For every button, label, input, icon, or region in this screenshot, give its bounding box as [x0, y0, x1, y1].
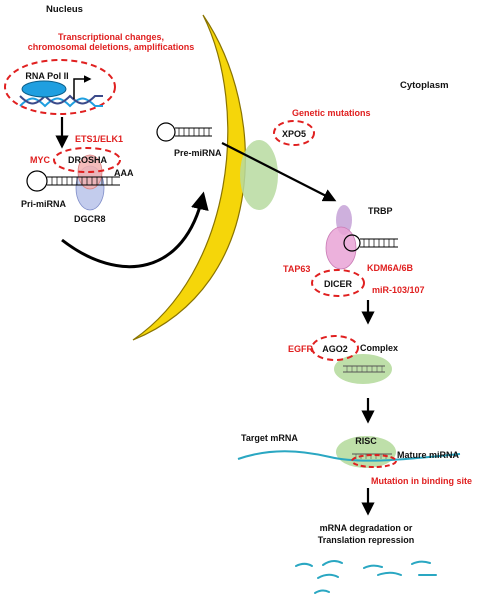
pri-mirna-label: Pri-miRNA	[21, 199, 67, 209]
binding-site-mutation-label: Mutation in binding site	[371, 476, 472, 486]
dicer-label: DICER	[324, 279, 353, 289]
dna-helix	[19, 94, 103, 108]
dicer-bound-hairpin	[343, 234, 398, 252]
tap63-label: TAP63	[283, 264, 310, 274]
export-arrow	[221, 142, 337, 202]
degraded-mrna-fragments	[295, 559, 437, 594]
pri-mirna-hairpin	[26, 170, 120, 192]
transcription-alteration-line2: chromosomal deletions, amplifications	[28, 42, 195, 52]
outcome-line2: Translation repression	[318, 535, 415, 545]
ago2-complex-label: Complex	[360, 343, 398, 353]
ago2-highlight	[311, 335, 359, 361]
myc-label: MYC	[30, 155, 51, 165]
pre-mirna-label: Pre-miRNA	[174, 148, 222, 158]
egfr-label: EGFR	[288, 344, 314, 354]
kdm6a-6b-label: KDM6A/6B	[367, 263, 414, 273]
dgcr8-label: DGCR8	[74, 214, 106, 224]
xpo5-label: XPO5	[282, 129, 306, 139]
mature-mirna-label: Mature miRNA	[397, 450, 460, 460]
transcription-start-arrow	[73, 75, 92, 99]
target-mrna-strand	[237, 450, 461, 462]
cytoplasm-label: Cytoplasm	[400, 80, 449, 91]
genetic-mutations-label: Genetic mutations	[292, 108, 371, 118]
transcription-highlight	[4, 59, 116, 115]
transcription-alteration-line1: Transcriptional changes,	[58, 32, 164, 42]
target-mrna-label: Target mRNA	[241, 433, 298, 443]
rna-pol-ii	[21, 80, 67, 98]
ago2-complex-blob	[334, 354, 392, 384]
dicer-protein	[325, 226, 357, 270]
xpo5-highlight	[273, 120, 315, 146]
pri-to-pre-mirna-arrow	[61, 191, 209, 269]
poly-a-tail-label: AAA	[114, 168, 134, 178]
mir-103-107-label: miR-103/107	[372, 285, 425, 295]
nuclear-membrane	[132, 14, 246, 341]
dicer-highlight	[311, 269, 365, 297]
ets1-elk1-label: ETS1/ELK1	[75, 134, 123, 144]
binding-site-highlight	[351, 454, 397, 468]
ago2-label: AGO2	[322, 344, 348, 354]
mature-duplex	[343, 365, 385, 373]
outcome-line1: mRNA degradation or	[320, 523, 413, 533]
risc-label: RISC	[355, 436, 377, 446]
drosha-label: DROSHA	[68, 155, 108, 165]
nuclear-pore	[240, 140, 278, 210]
nucleus-label: Nucleus	[46, 4, 83, 15]
rna-pol-ii-label: RNA Pol II	[25, 71, 68, 81]
pre-mirna-hairpin	[156, 122, 212, 142]
drosha-highlight	[53, 147, 121, 173]
trbp-label: TRBP	[368, 206, 393, 216]
